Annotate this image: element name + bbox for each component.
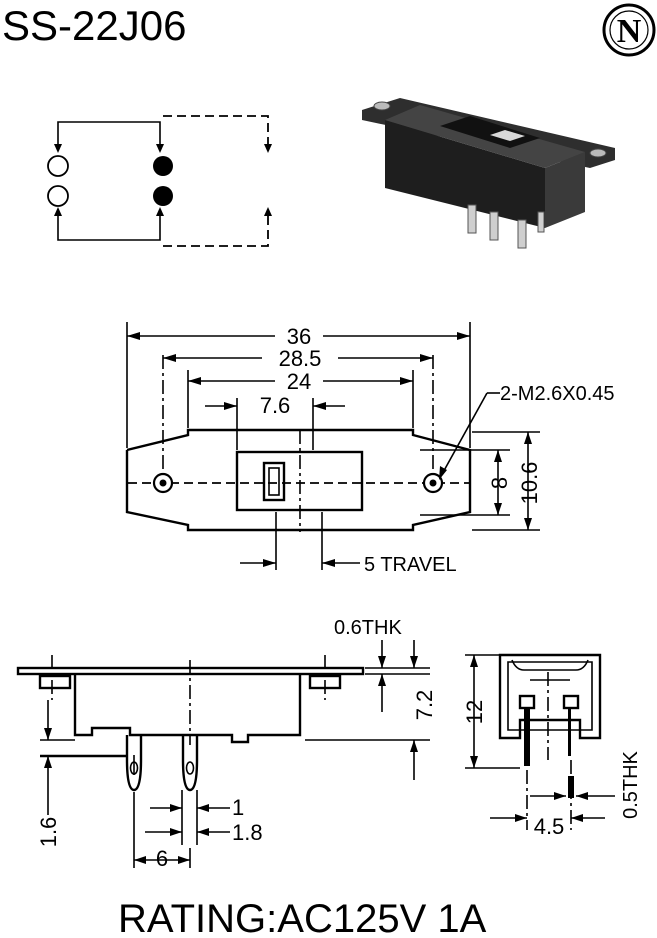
dim-pin-spacing: 6 bbox=[156, 846, 168, 871]
model-number: SS-22J06 bbox=[2, 2, 186, 49]
side-view-drawing: 1.6 1 1.8 6 0.6THK 7.2 bbox=[16, 617, 437, 871]
end-view-drawing: 12 4.5 0.5THK bbox=[462, 653, 642, 839]
dim-pin-offset: 1.6 bbox=[36, 817, 61, 848]
dim-pin-width: 1 bbox=[232, 795, 244, 820]
travel-note: 5 TRAVEL bbox=[364, 554, 457, 576]
logo-letter: N bbox=[617, 13, 642, 50]
dim-pin-spacing-small: 1.8 bbox=[232, 820, 263, 845]
dim-pin-pitch: 4.5 bbox=[534, 814, 565, 839]
dim-overall: 36 bbox=[287, 324, 311, 349]
dim-mount-holes: 28.5 bbox=[279, 346, 322, 371]
brand-logo: N bbox=[602, 3, 656, 57]
dim-pin-thickness: 0.5THK bbox=[620, 750, 642, 818]
contact-closed-top bbox=[153, 156, 173, 176]
dim-end-height: 12 bbox=[462, 700, 487, 724]
contact-open-bottom bbox=[47, 185, 69, 207]
top-view-drawing: 36 28.5 24 7.6 2-M2.6X0.45 8 bbox=[125, 322, 615, 576]
dim-body: 24 bbox=[287, 369, 311, 394]
dim-thickness: 0.6THK bbox=[334, 617, 402, 639]
contact-open-top bbox=[47, 155, 69, 177]
dim-height-outer: 10.6 bbox=[517, 462, 542, 505]
dim-actuator: 7.6 bbox=[260, 393, 291, 418]
dim-height: 7.2 bbox=[412, 690, 437, 721]
rating-label: RATING:AC125V 1A bbox=[118, 897, 487, 938]
switch-schematic bbox=[47, 115, 272, 247]
switch-product-image bbox=[362, 98, 615, 249]
hole-spec: 2-M2.6X0.45 bbox=[500, 383, 615, 405]
dim-height-inner: 8 bbox=[487, 477, 512, 489]
contact-closed-bottom bbox=[153, 186, 173, 206]
